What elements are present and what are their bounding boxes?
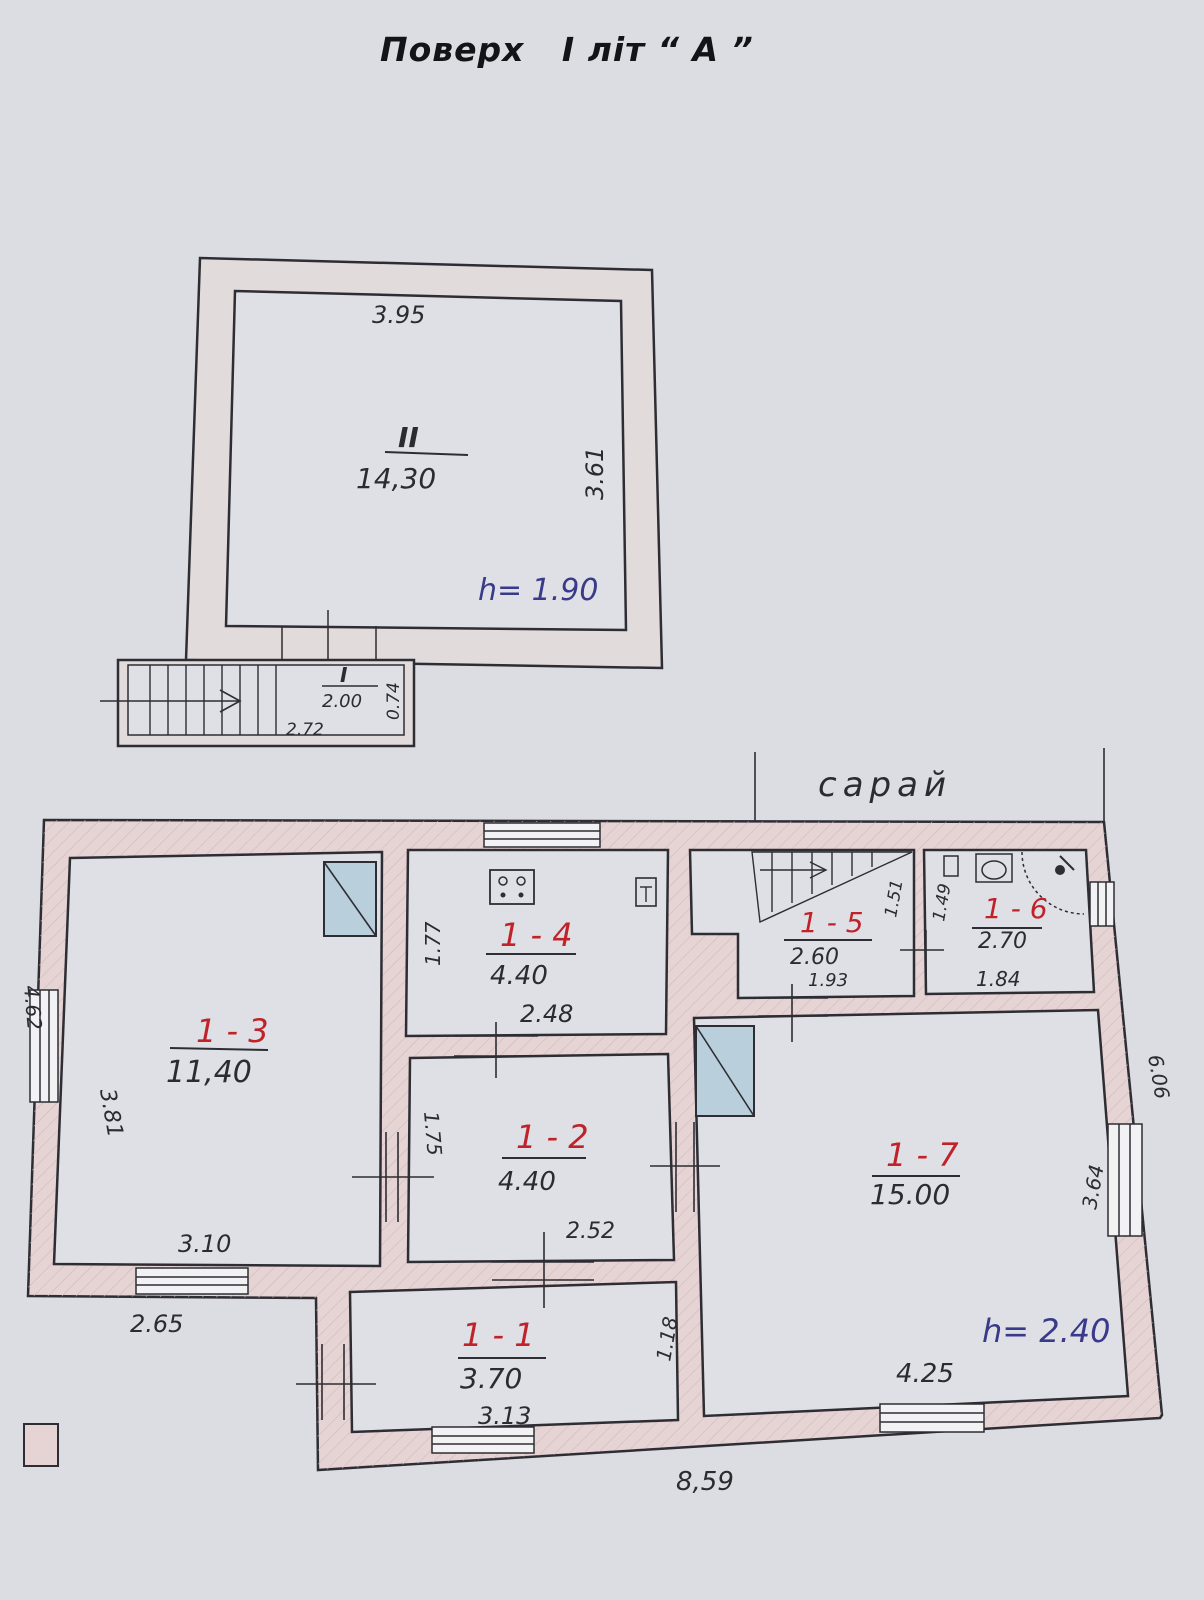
attic-depth-dim: 3.61	[581, 447, 609, 500]
stair-landing-width: 0.74	[384, 682, 404, 720]
attic-room-number: ІІ	[398, 421, 419, 454]
window-south-1-7	[879, 1403, 985, 1433]
window-west	[29, 989, 59, 1103]
sink-icon	[635, 877, 657, 907]
room-1-2-height-dim: 1.75	[419, 1110, 447, 1156]
room-1-3-number: 1 - 3	[196, 1012, 269, 1050]
room-1-6-number: 1 - 6	[984, 892, 1048, 925]
window-south-1-3	[135, 1267, 249, 1295]
windows	[29, 822, 1143, 1454]
room-1-6-area: 2.70	[978, 929, 1027, 954]
window-east-1-7	[1107, 1123, 1143, 1237]
stair-landing-bottom-dim: 2.72	[286, 720, 324, 740]
door-marks	[296, 930, 944, 1420]
external-dim-bottom-left: 2.65	[130, 1310, 183, 1338]
external-dim-right: 6.06	[1143, 1053, 1174, 1101]
room-1-4-width-dim: 2.48	[520, 1000, 573, 1028]
room-1-5-area: 2.60	[790, 945, 839, 970]
stair-landing-length: 2.00	[322, 691, 362, 712]
room-1-1-area: 3.70	[460, 1362, 522, 1395]
stove-1-3	[323, 861, 377, 937]
stair-landing-block	[100, 658, 416, 748]
window-east-1-6	[1089, 881, 1115, 927]
shed-label: сарай	[818, 765, 952, 805]
window-south-1-1	[431, 1426, 535, 1454]
room-1-7	[692, 1008, 1130, 1418]
room-1-7-area: 15.00	[870, 1178, 950, 1211]
room-1-4-number: 1 - 4	[500, 916, 573, 954]
room-1-5-number: 1 - 5	[800, 906, 864, 939]
room-1-5	[688, 848, 916, 1000]
room-1-7-width-dim: 4.25	[896, 1359, 954, 1389]
window-north	[483, 822, 601, 848]
room-1-4-area: 4.40	[490, 961, 548, 991]
room-1-1-width-dim: 3.13	[478, 1402, 531, 1430]
attic-height-label: h= 1.90	[478, 573, 598, 608]
stair-treads	[149, 665, 277, 735]
shower-icon	[1021, 851, 1085, 915]
room-1-4-height-dim: 1.77	[421, 921, 445, 966]
room-1-2-area: 4.40	[498, 1167, 556, 1197]
attic-block	[184, 256, 664, 670]
room-1-4	[404, 848, 670, 1038]
cooktop-icon	[489, 869, 535, 905]
main-floor-block	[26, 818, 1164, 1472]
fraction-lines	[169, 927, 1042, 1359]
room-1-2-width-dim: 2.52	[566, 1219, 615, 1244]
room-1-1-number: 1 - 1	[462, 1316, 535, 1354]
room-1-6-width-dim: 1.84	[976, 967, 1021, 991]
attic-area: 14,30	[356, 462, 436, 495]
toilet-icon	[943, 855, 959, 877]
ground-height-label: h= 2.40	[982, 1312, 1111, 1350]
room-1-3-area: 11,40	[166, 1055, 252, 1090]
floor-title: Поверх І літ “ А ”	[380, 30, 754, 69]
stair-landing-number: І	[340, 663, 348, 687]
legend-swatch	[23, 1423, 59, 1467]
room-1-3	[52, 850, 384, 1268]
external-dim-left: 4.62	[19, 984, 47, 1030]
attic-width-dim: 3.95	[372, 301, 425, 329]
stove-1-7	[695, 1025, 755, 1117]
washbasin-icon	[975, 853, 1013, 883]
external-dim-bottom: 8,59	[676, 1467, 734, 1497]
room-1-2-number: 1 - 2	[516, 1118, 589, 1156]
interior-stair	[751, 851, 913, 924]
room-1-3-width-dim: 3.10	[178, 1230, 231, 1258]
room-1-7-number: 1 - 7	[886, 1136, 959, 1174]
attic-room-ii	[224, 289, 628, 632]
room-1-5-width-dim: 1.93	[808, 970, 848, 991]
